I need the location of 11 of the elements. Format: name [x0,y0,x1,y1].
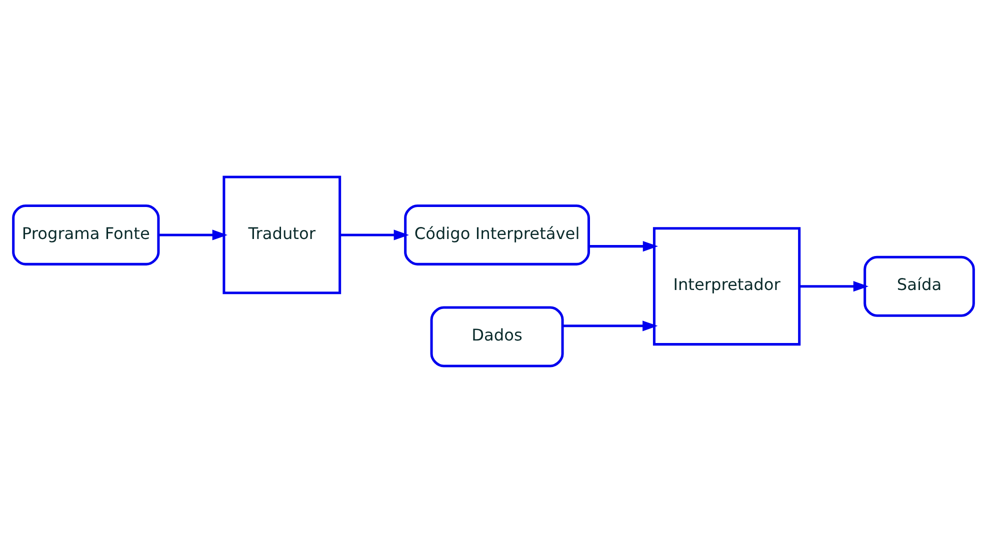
arrow [800,281,868,292]
arrow [588,241,658,252]
node-box: Tradutor [222,176,342,294]
arrow [562,320,658,332]
node-box: Saída [864,256,975,317]
node-box: Dados [430,306,564,368]
node-box: Interpretador [652,227,801,346]
node-box: Programa Fonte [12,204,160,266]
arrow [158,230,228,240]
arrow [340,230,409,240]
node-box: Código Interpretável [404,204,590,266]
